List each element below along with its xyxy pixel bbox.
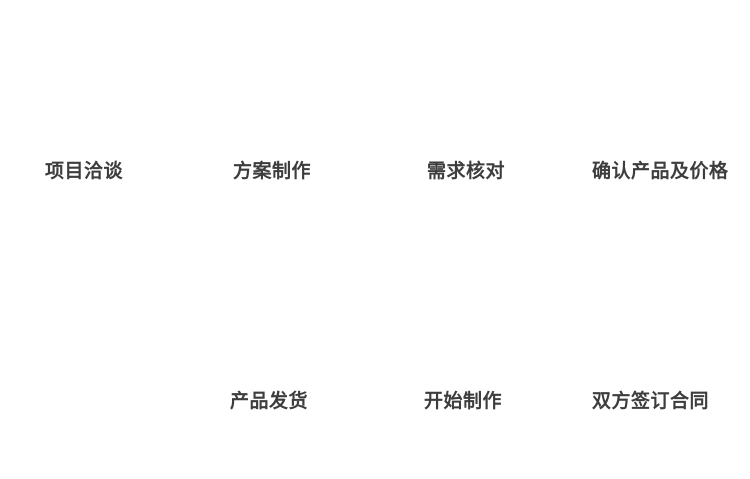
flow-step-label-sign-contract: 双方签订合同 (592, 390, 710, 412)
flow-step-label-start-production: 开始制作 (424, 390, 503, 412)
flow-step-label-project-negotiation: 项目洽谈 (45, 160, 124, 182)
flow-step-label-requirement-check: 需求核对 (427, 160, 506, 182)
flow-step-label-product-shipment: 产品发货 (230, 390, 309, 412)
flow-step-label-confirm-product-and-price: 确认产品及价格 (592, 160, 729, 182)
flow-step-label-proposal-creation: 方案制作 (233, 160, 312, 182)
